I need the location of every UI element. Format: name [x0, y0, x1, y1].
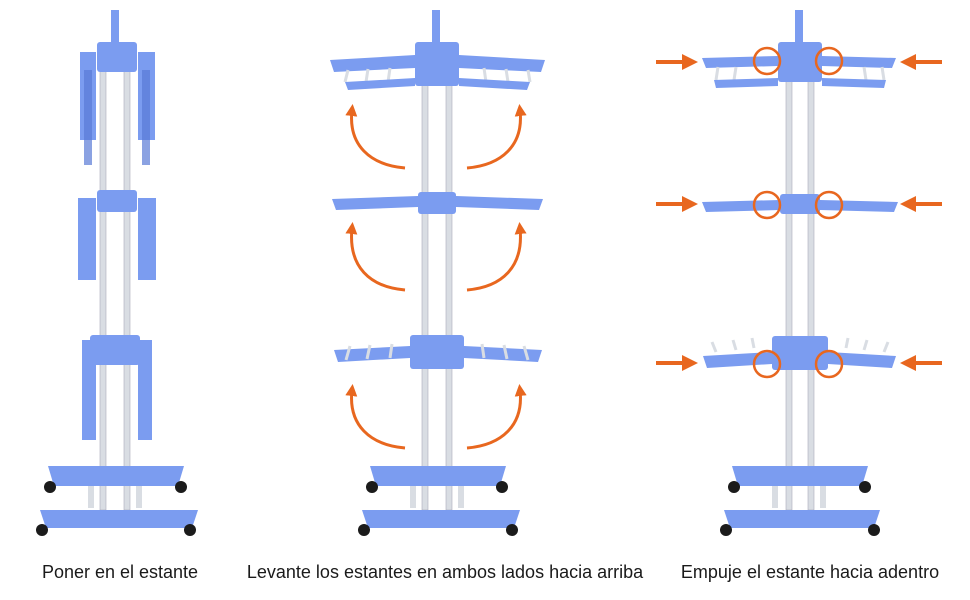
middle-hub	[97, 190, 137, 212]
right-wing-top	[822, 56, 896, 68]
left-pole	[421, 49, 429, 511]
lower-base	[362, 510, 520, 528]
left-wing-middle	[702, 200, 780, 212]
wheel-icon	[720, 524, 732, 536]
wheel-icon	[859, 481, 871, 493]
wheel-icon	[868, 524, 880, 536]
base-leg-right	[136, 486, 142, 508]
wheel-icon	[496, 481, 508, 493]
right-wing-middle	[456, 196, 543, 210]
left-wing-lower	[703, 352, 772, 368]
right-pole	[807, 49, 815, 511]
drying-rods	[344, 343, 530, 361]
top-cap	[795, 10, 803, 46]
wheel-icon	[36, 524, 48, 536]
left-wing-middle	[78, 198, 96, 280]
top-hub	[778, 42, 822, 82]
left-pole	[785, 49, 793, 511]
top-hub	[97, 42, 137, 72]
wheel-icon	[184, 524, 196, 536]
top-cap	[432, 10, 440, 46]
top-cap	[111, 10, 119, 46]
caption-step-3: Empuje el estante hacia adentro	[680, 562, 940, 582]
wheel-icon	[358, 524, 370, 536]
wheel-icon	[728, 481, 740, 493]
lower-base	[724, 510, 880, 528]
left-pole	[99, 49, 107, 511]
curved-up-arrow-icon	[345, 104, 527, 450]
push-in-arrow-icon	[656, 54, 942, 371]
left-wing-middle	[332, 196, 418, 210]
base-leg-right	[458, 486, 464, 508]
right-wing-lower	[828, 352, 896, 368]
highlight-circle-icon	[752, 46, 844, 379]
lower-base	[40, 510, 198, 528]
right-wing-top	[459, 55, 545, 72]
lower-hub	[90, 335, 140, 365]
wheel-icon	[44, 481, 56, 493]
right-wing-lower	[138, 340, 152, 440]
wheel-icon	[506, 524, 518, 536]
wheel-icon	[175, 481, 187, 493]
lower-hub	[410, 335, 464, 369]
panel-folded-rack	[36, 10, 198, 536]
right-pole	[445, 49, 453, 511]
caption-step-2: Levante los estantes en ambos lados haci…	[246, 562, 644, 582]
upper-base	[732, 466, 868, 486]
upper-base	[370, 466, 506, 486]
panel-push-in	[656, 10, 942, 536]
wheel-icon	[366, 481, 378, 493]
upper-base	[48, 466, 184, 486]
base-leg-left	[772, 486, 778, 508]
base-leg-left	[88, 486, 94, 508]
middle-hub	[418, 192, 456, 214]
right-wing-middle	[138, 198, 156, 280]
drying-rods	[714, 66, 886, 81]
lower-hub	[772, 336, 828, 370]
left-wing-top	[330, 55, 415, 72]
left-wing-top	[702, 56, 778, 68]
caption-step-1: Poner en el estante	[41, 562, 199, 582]
right-pole	[123, 49, 131, 511]
middle-hub	[780, 194, 820, 214]
top-hub	[415, 42, 459, 86]
panel-lift-shelves	[330, 10, 545, 536]
base-leg-right	[820, 486, 826, 508]
base-leg-left	[410, 486, 416, 508]
drying-rods	[710, 337, 890, 353]
left-wing-lower	[82, 340, 96, 440]
right-wing-lower	[464, 346, 542, 362]
right-wing-middle	[820, 200, 898, 212]
